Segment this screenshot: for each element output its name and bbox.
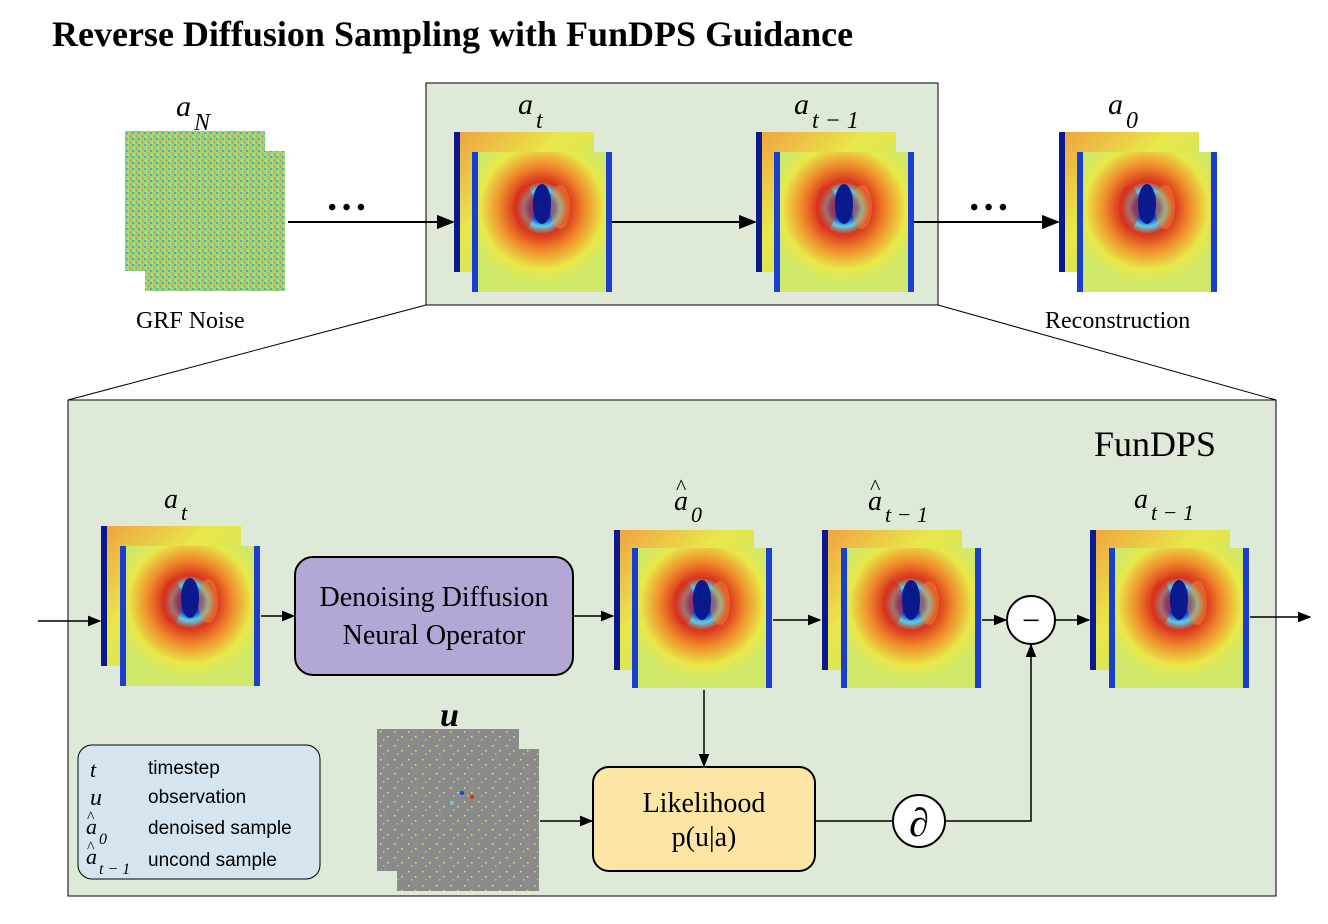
observation-stack [377,729,539,891]
legend-desc-t: timestep [148,758,220,779]
panel-a-t1-stack [1090,530,1249,688]
hat-ahat-t1: ^ [870,474,881,499]
legend-hat-ahat0: ^ [87,809,95,826]
grf-noise-stack [125,131,285,291]
legend: t timestep u observation a0 ^ denoised s… [77,744,321,880]
hat-ahat-0: ^ [676,474,687,499]
ahat-t1-stack [822,530,981,688]
label-u: u [440,697,459,734]
ellipsis-left: • • • [328,195,365,221]
likelihood-line2: p(u|a) [672,822,737,853]
legend-symbol-ahat0: a0 [86,814,107,848]
legend-desc-ahat-t1: uncond sample [148,850,277,871]
partial-symbol: ∂ [909,800,929,845]
zoom-line-left [67,304,427,401]
denoiser-line1: Denoising Diffusion [320,582,549,613]
legend-symbol-t: t [90,757,97,782]
diagram-title: Reverse Diffusion Sampling with FunDPS G… [52,14,853,54]
top-a-t1-stack [756,132,914,292]
minus-symbol: − [1022,602,1040,638]
grf-noise-label: GRF Noise [136,308,245,334]
arrow-partial-to-minus [945,643,1037,822]
top-a-t-stack [454,132,612,292]
zoom-line-right [937,304,1277,401]
legend-desc-u: observation [148,787,246,808]
ahat0-stack [614,530,772,688]
reconstruction-label: Reconstruction [1045,308,1190,334]
likelihood-line1: Likelihood [643,788,766,819]
legend-symbol-u: u [90,785,102,811]
fundps-panel-title: FunDPS [1094,424,1216,464]
likelihood-node: Likelihood p(u|a) [592,766,816,872]
legend-hat-ahat-t1: ^ [87,839,95,856]
panel-a-t-stack [101,526,260,686]
minus-operator: − [1006,595,1056,645]
legend-symbol-ahat-t1: at − 1 [86,844,130,878]
denoiser-line2: Neural Operator [343,620,526,651]
legend-desc-ahat0: denoised sample [148,818,292,839]
reconstruction-stack [1059,132,1217,292]
denoiser-node: Denoising Diffusion Neural Operator [294,556,574,676]
ellipsis-right: • • • [970,195,1007,221]
gradient-operator: ∂ [892,794,946,848]
